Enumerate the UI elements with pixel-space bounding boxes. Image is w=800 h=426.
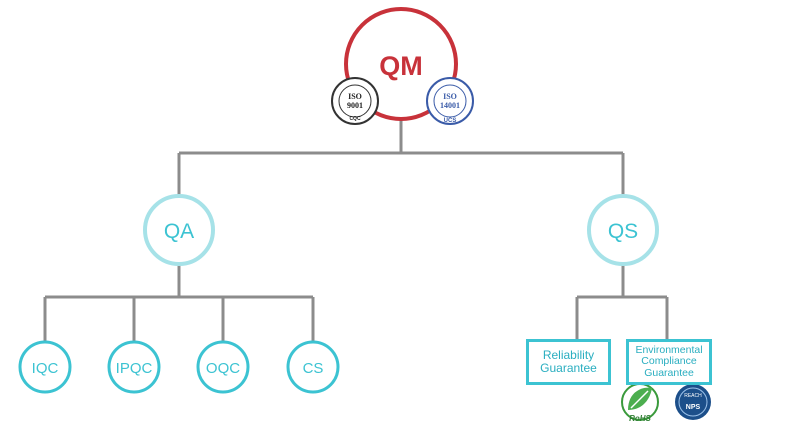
svg-text:9001: 9001 <box>347 101 363 110</box>
iso14001-seal: ISO 14001 UCS <box>426 77 474 125</box>
qa-child-iqc: IQC <box>18 340 72 394</box>
qs-node: QS <box>587 194 659 266</box>
iso9001-seal: ISO 9001 CQC <box>331 77 379 125</box>
qa-node: QA <box>143 194 215 266</box>
qa-child-oqc: OQC <box>196 340 250 394</box>
svg-text:IQC: IQC <box>32 360 59 377</box>
qa-label: QA <box>164 220 194 243</box>
svg-text:REACH: REACH <box>684 393 702 399</box>
svg-text:CQC: CQC <box>349 116 361 122</box>
reliability-guarantee-box: Reliability Guarantee <box>526 339 611 385</box>
environmental-compliance-box: Environmental Compliance Guarantee <box>626 339 712 385</box>
rohs-label: RoHS <box>629 414 651 423</box>
rohs-badge: RoHS <box>621 383 659 423</box>
reach-badge: REACH NPS <box>675 384 711 420</box>
qa-child-cs: CS <box>286 340 340 394</box>
qa-child-ipqc: IPQC <box>107 340 161 394</box>
qm-label: QM <box>379 51 423 81</box>
svg-text:IPQC: IPQC <box>116 360 153 377</box>
svg-text:OQC: OQC <box>206 360 240 377</box>
svg-text:14001: 14001 <box>440 101 460 110</box>
svg-text:UCS: UCS <box>444 118 457 124</box>
svg-text:ISO: ISO <box>443 92 457 101</box>
svg-text:NPS: NPS <box>686 404 701 411</box>
svg-text:ISO: ISO <box>348 92 362 101</box>
svg-text:CS: CS <box>303 360 324 377</box>
connector-lines <box>43 120 669 341</box>
qs-label: QS <box>608 220 638 243</box>
